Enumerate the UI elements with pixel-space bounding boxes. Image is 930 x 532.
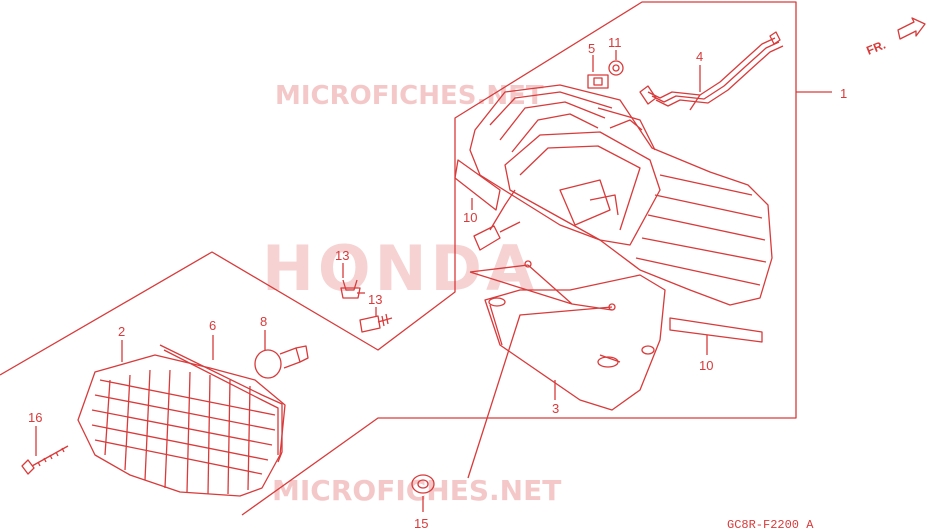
socket-line (499, 221, 521, 233)
front-arrow-icon (897, 17, 926, 40)
diagram-code: GC8R-F2200 A (727, 518, 814, 532)
callout-10a: 10 (463, 210, 477, 225)
callout-6: 6 (209, 318, 216, 333)
bracket (484, 274, 666, 411)
clip-5 (587, 74, 609, 89)
reflector-right (669, 317, 763, 343)
watermark-bottom: MICROFICHES.NET (272, 474, 561, 507)
callout-13b: 13 (368, 292, 382, 307)
callout-15: 15 (414, 516, 428, 531)
socket (473, 225, 501, 251)
wire-harness (639, 31, 784, 111)
callout-2: 2 (118, 324, 125, 339)
assembly-outline (0, 1, 797, 516)
guide-grommet (467, 306, 613, 479)
screw-13b (359, 313, 393, 333)
callout-10b: 10 (699, 358, 713, 373)
hole-a (524, 260, 532, 268)
callout-4: 4 (696, 49, 703, 64)
callout-3: 3 (552, 401, 559, 416)
lens (77, 354, 286, 497)
callout-8: 8 (260, 314, 267, 329)
gasket-inner (163, 349, 279, 455)
bulb (254, 345, 309, 379)
nut-11 (608, 60, 624, 76)
clip-5-hole (593, 77, 603, 86)
callout-13a: 13 (335, 248, 349, 263)
callout-11: 11 (608, 35, 622, 50)
grommet-15-hole (417, 479, 429, 489)
grommet-15 (411, 474, 435, 494)
screw-16 (21, 445, 69, 475)
front-direction-label: FR. (864, 38, 887, 58)
nut-11-hole (612, 64, 620, 72)
callout-16: 16 (28, 410, 42, 425)
callout-5: 5 (588, 41, 595, 56)
reflector-left (454, 159, 501, 211)
callout-1: 1 (840, 86, 847, 101)
screw-13a (340, 279, 365, 299)
gasket (159, 344, 283, 463)
taillight-body (469, 84, 773, 306)
watermark-top: MICROFICHES.NET (275, 81, 544, 111)
